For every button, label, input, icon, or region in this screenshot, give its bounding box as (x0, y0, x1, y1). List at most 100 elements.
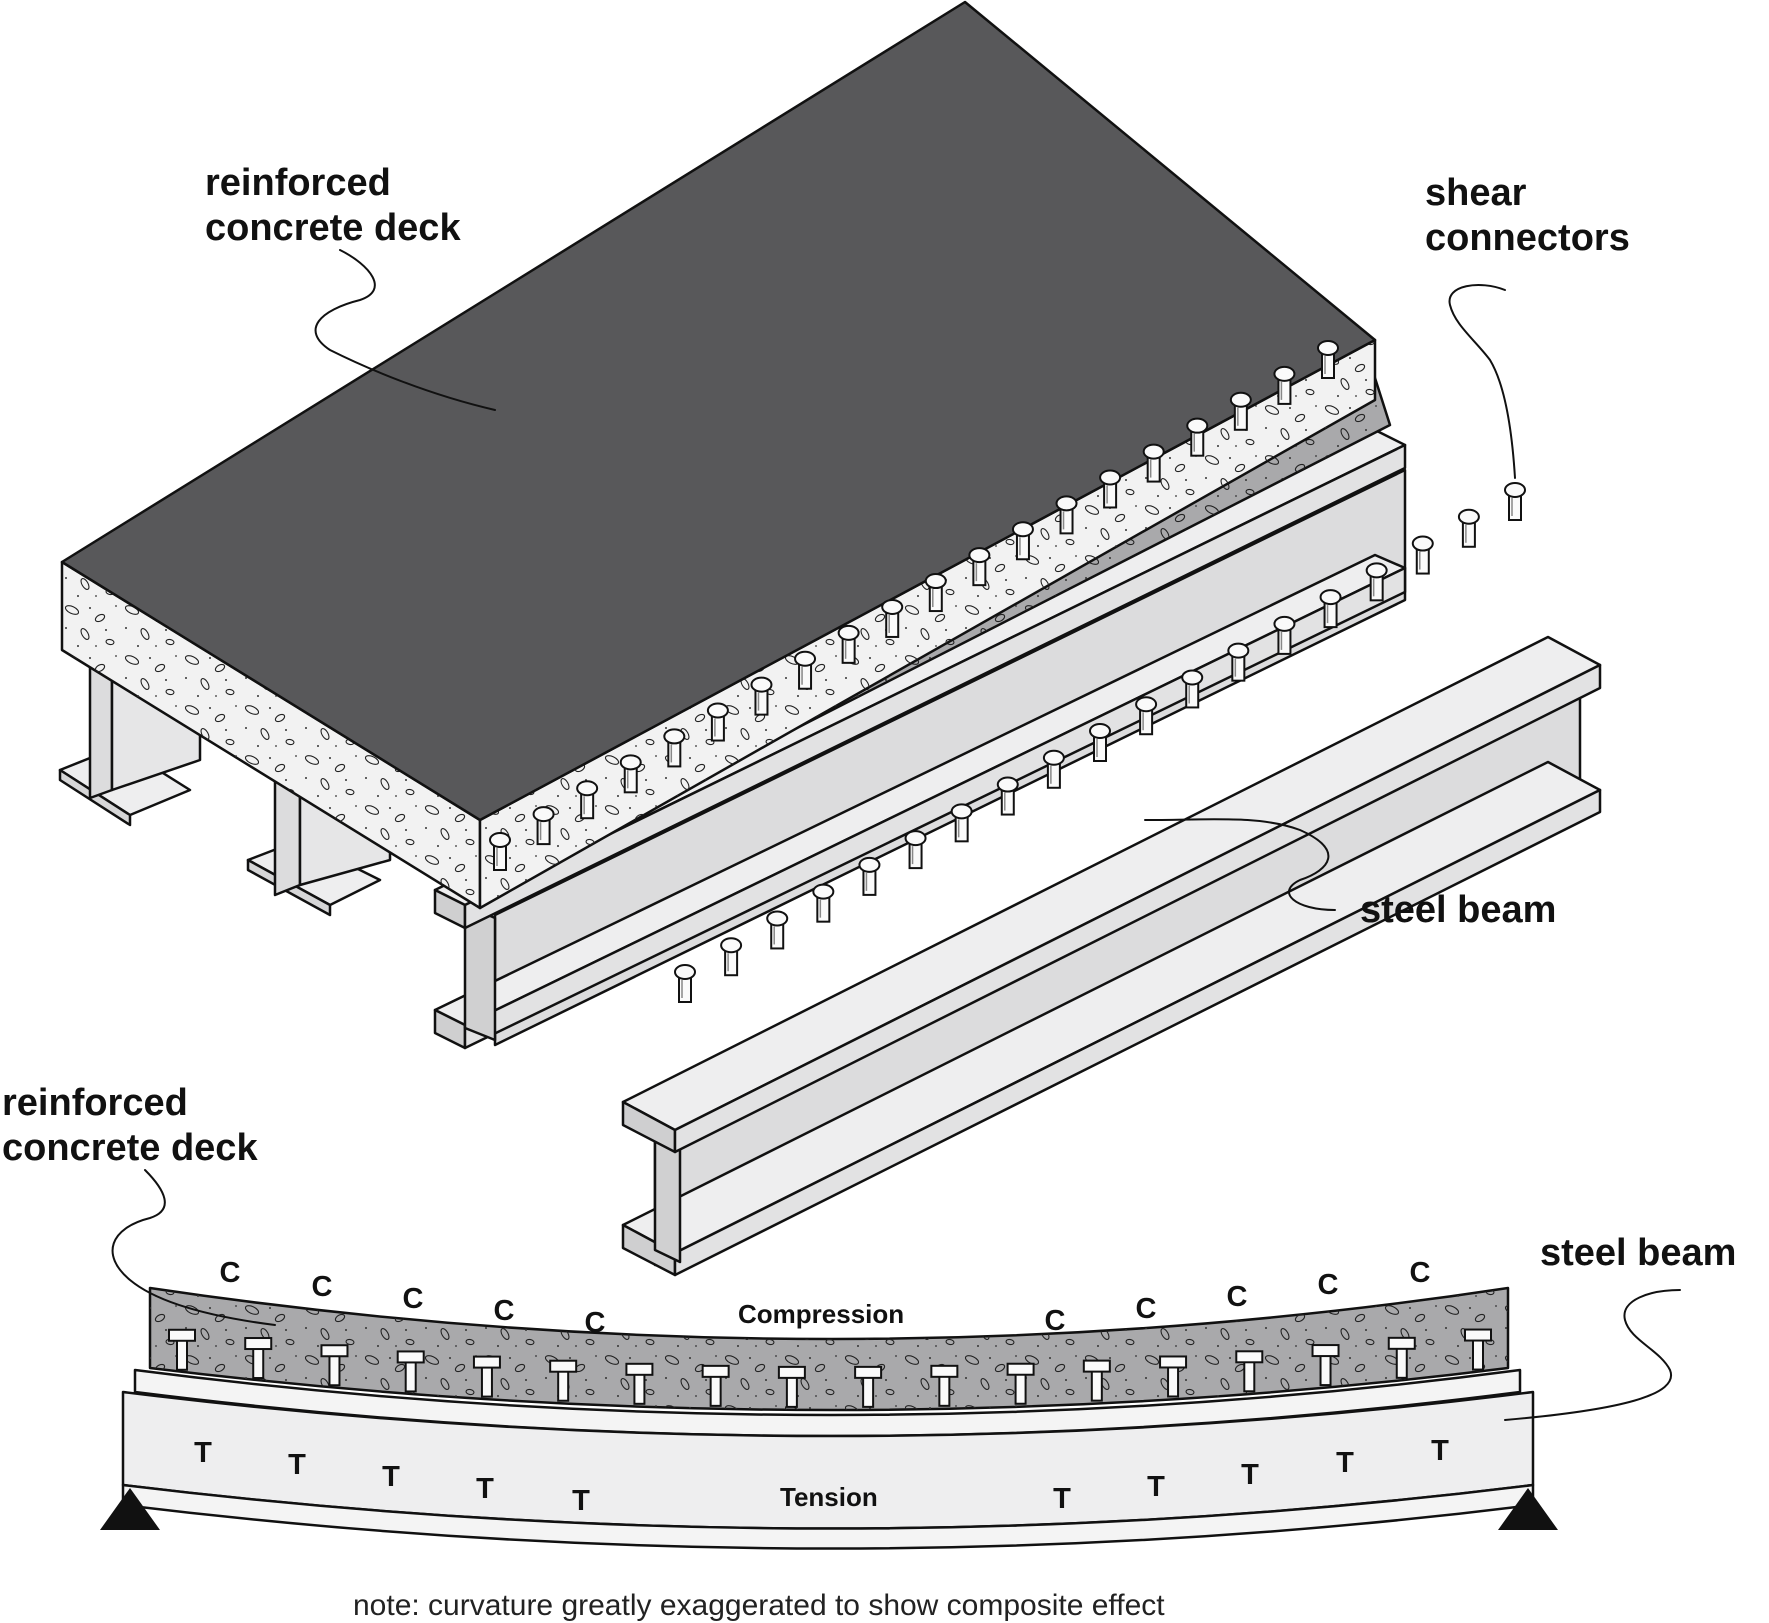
deck-top-surface (60, 0, 1377, 822)
shear-connector-stud (750, 676, 773, 716)
shear-connector-stud (968, 547, 991, 587)
shear-connector-stud (472, 1355, 501, 1398)
bending-section: C C C C C C C C C C T T T T T T T T T T (100, 1169, 1681, 1550)
leader-top-deck (314, 249, 496, 411)
shear-connector-stud (904, 830, 927, 870)
compression-mark: C (220, 1257, 241, 1289)
steel-beam-right (621, 635, 1602, 1277)
label-bottom-deck-line1: reinforced (2, 1082, 188, 1124)
tension-mark: T (288, 1449, 306, 1481)
shear-connector-stud (1319, 589, 1342, 629)
shear-connector-stud (1042, 749, 1065, 789)
shear-connector-stud (489, 832, 511, 871)
shear-connector-stud (1504, 482, 1526, 521)
label-compression: Compression (738, 1299, 904, 1329)
shear-connector-stud (1099, 469, 1122, 509)
shear-connector-stud (532, 806, 555, 846)
shear-connector-stud (663, 728, 686, 768)
leader-bottom-deck (111, 1169, 276, 1326)
shear-connector-stud (1186, 417, 1209, 457)
tension-mark: T (1431, 1435, 1449, 1467)
shear-connectors-bottom (168, 1328, 1492, 1408)
shear-connector-stud (625, 1362, 654, 1405)
support-right (1498, 1488, 1558, 1530)
shear-connector-stud (794, 650, 817, 690)
compression-mark: C (1318, 1269, 1339, 1301)
compression-mark: C (1410, 1257, 1431, 1289)
shear-connector-stud (1055, 495, 1078, 535)
shear-connector-stud (1011, 521, 1034, 561)
compression-mark: C (1136, 1293, 1157, 1325)
shear-connector-stud (1227, 642, 1250, 682)
shear-connector-stud (576, 780, 599, 820)
shear-connector-stud (396, 1350, 425, 1393)
shear-connector-stud (244, 1337, 273, 1380)
shear-connector-stud (674, 964, 696, 1003)
label-top-shear-line1: shear (1425, 172, 1527, 214)
label-bottom-deck-line2: concrete deck (2, 1127, 258, 1169)
shear-connector-stud (1464, 1328, 1492, 1371)
shear-connector-stud (1235, 1350, 1264, 1393)
shear-connectors-under-deck (489, 340, 1339, 871)
shear-connector-stud (996, 776, 1019, 816)
compression-mark: C (585, 1307, 606, 1339)
leader-bottom-steel-beam (1504, 1289, 1681, 1421)
tension-marks: T T T T T T T T T T (194, 1435, 1449, 1517)
tension-mark: T (1336, 1447, 1354, 1479)
shear-connector-stud (549, 1359, 578, 1402)
shear-connectors-right (674, 482, 1526, 1003)
label-top-steel-beam: steel beam (1360, 889, 1556, 931)
shear-connector-stud (1365, 562, 1388, 602)
shear-connector-stud (777, 1365, 806, 1408)
shear-connector-stud (837, 624, 860, 664)
shear-connector-stud (881, 598, 904, 638)
shear-connector-stud (1181, 669, 1204, 709)
concrete-deck-slab (60, 0, 1377, 910)
shear-connector-stud (812, 883, 835, 923)
isometric-view (58, 0, 1602, 1277)
tension-mark: T (572, 1485, 590, 1517)
shear-connector-stud (924, 573, 947, 613)
shear-connector-stud (168, 1328, 196, 1371)
compression-mark: C (1045, 1305, 1066, 1337)
label-tension: Tension (780, 1482, 878, 1512)
shear-connector-stud (1387, 1336, 1416, 1379)
compression-mark: C (1227, 1281, 1248, 1313)
label-top-deck-line2: concrete deck (205, 207, 461, 249)
compression-mark: C (494, 1295, 515, 1327)
label-bottom-steel-beam: steel beam (1540, 1232, 1736, 1274)
tension-mark: T (1241, 1459, 1259, 1491)
shear-connector-stud (706, 702, 729, 742)
shear-connector-stud (701, 1364, 730, 1407)
shear-connector-stud (320, 1344, 349, 1387)
support-left (100, 1488, 160, 1530)
shear-connector-stud (1457, 508, 1480, 548)
tension-mark: T (194, 1437, 212, 1469)
shear-connector-stud (1006, 1362, 1035, 1405)
tension-mark: T (1053, 1483, 1071, 1515)
tension-mark: T (1147, 1471, 1165, 1503)
shear-connector-stud (766, 910, 789, 950)
shear-connector-stud (1273, 365, 1296, 405)
shear-connector-stud (1229, 391, 1252, 431)
shear-connector-stud (930, 1364, 959, 1407)
shear-connector-stud (1317, 340, 1339, 379)
compression-mark: C (312, 1271, 333, 1303)
label-top-deck-line1: reinforced (205, 162, 391, 204)
compression-marks: C C C C C C C C C C (220, 1257, 1431, 1339)
shear-connector-stud (1082, 1359, 1111, 1402)
shear-connector-stud (1311, 1344, 1340, 1387)
shear-connector-stud (1411, 535, 1434, 575)
shear-connector-stud (1159, 1355, 1188, 1398)
shear-connector-stud (1135, 696, 1158, 736)
shear-connector-stud (858, 856, 881, 896)
shear-connector-stud (1142, 443, 1165, 483)
shear-connector-stud (720, 937, 743, 977)
tension-mark: T (476, 1473, 494, 1505)
shear-connector-stud (619, 754, 642, 794)
leader-top-steel-beam (1144, 818, 1336, 911)
tension-mark: T (382, 1461, 400, 1493)
label-top-shear-line2: connectors (1425, 217, 1630, 259)
compression-mark: C (403, 1283, 424, 1315)
